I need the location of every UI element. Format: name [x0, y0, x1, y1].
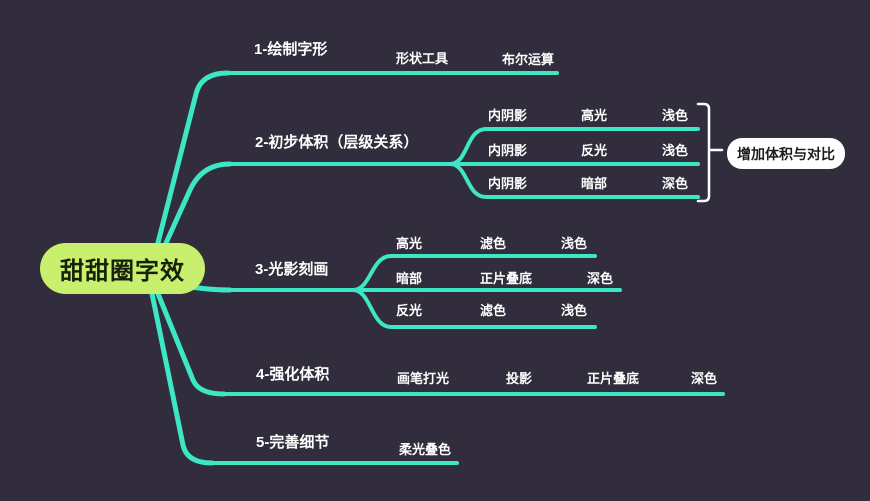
branch-3-row-2-cell-3[interactable]: 深色 [587, 271, 614, 286]
branch-2-row-1-cell-1[interactable]: 内阴影 [488, 108, 528, 123]
branch-3-row-1-cell-1[interactable]: 高光 [396, 236, 423, 251]
branch-2-row-2-cell-2[interactable]: 反光 [581, 143, 608, 158]
branch-2-label[interactable]: 2-初步体积（层级关系） [255, 134, 419, 151]
branch-3-row-1-cell-3[interactable]: 浅色 [561, 236, 588, 251]
connector-branch-5 [145, 271, 215, 466]
branch-2-row-1-cell-3[interactable]: 浅色 [662, 108, 689, 123]
branch-5-label[interactable]: 5-完善细节 [256, 434, 330, 451]
branch-5-child-1[interactable]: 柔光叠色 [399, 442, 452, 457]
branch-2-row-2-cell-3[interactable]: 浅色 [662, 143, 689, 158]
branch-4-child-1[interactable]: 画笔打光 [397, 371, 450, 386]
branch-3-row-2-cell-1[interactable]: 暗部 [396, 271, 423, 286]
branch-1-child-2[interactable]: 布尔运算 [502, 52, 555, 67]
branch-1-label[interactable]: 1-绘制字形 [254, 41, 328, 58]
branch-1-child-1[interactable]: 形状工具 [396, 51, 449, 66]
branch-4-child-3[interactable]: 正片叠底 [587, 371, 640, 386]
summary-bracket [696, 102, 724, 203]
branch-2-row-3-cell-2[interactable]: 暗部 [581, 176, 608, 191]
branch-2-row-1-cell-2[interactable]: 高光 [581, 108, 608, 123]
branch-4-child-2[interactable]: 投影 [506, 371, 533, 386]
root-topic[interactable]: 甜甜圈字效 [40, 243, 205, 294]
connector-branch-4 [147, 271, 227, 397]
branch-2-row-2-cell-1[interactable]: 内阴影 [488, 143, 528, 158]
branch-3-row-2-cell-2[interactable]: 正片叠底 [480, 271, 533, 286]
branch-3-row-1-cell-2[interactable]: 滤色 [480, 236, 507, 251]
branch-2-row-3-cell-3[interactable]: 深色 [662, 176, 689, 191]
line-branch-2-row-3 [448, 162, 700, 199]
branch-3-row-3-cell-2[interactable]: 滤色 [480, 303, 507, 318]
branch-3-label[interactable]: 3-光影刻画 [255, 261, 329, 278]
connector-branch-1 [147, 70, 231, 277]
line-branch-3-row-1 [351, 254, 597, 292]
line-branch-3-row-3 [351, 288, 597, 329]
connector-branch-2 [149, 161, 233, 277]
branch-4-label[interactable]: 4-强化体积 [256, 366, 330, 383]
branch-3-row-3-cell-3[interactable]: 浅色 [561, 303, 588, 318]
branch-3-row-3-cell-1[interactable]: 反光 [396, 303, 423, 318]
branch-2-row-3-cell-1[interactable]: 内阴影 [488, 176, 528, 191]
summary-note[interactable]: 增加体积与对比 [727, 138, 845, 169]
branch-4-child-4[interactable]: 深色 [691, 371, 718, 386]
